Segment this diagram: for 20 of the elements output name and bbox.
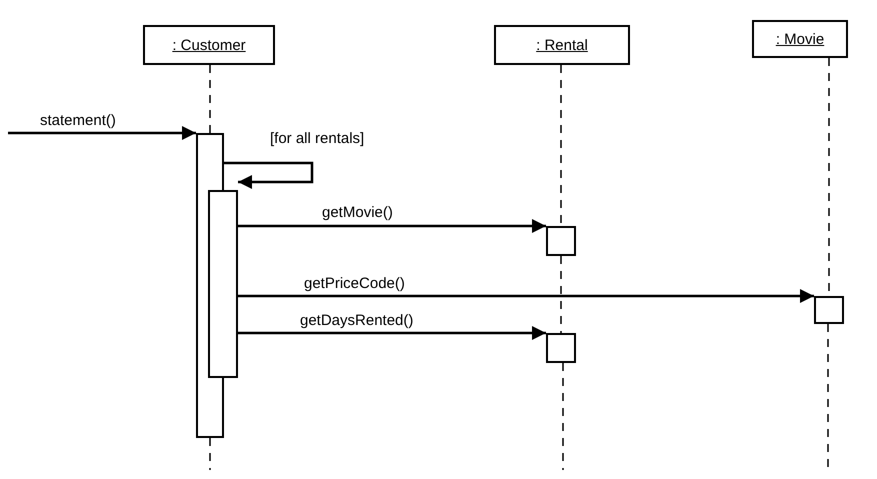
activation-bar: [546, 333, 576, 363]
message-arrow: [238, 326, 546, 340]
object-box: : Movie: [752, 20, 848, 58]
activation-bar: [208, 190, 238, 378]
message-arrow: [8, 126, 196, 140]
message-label: getDaysRented(): [300, 312, 414, 329]
message-arrow: [238, 289, 814, 303]
object-box: : Customer: [143, 25, 275, 65]
activation-bar: [546, 226, 576, 256]
message-label: getPriceCode(): [304, 275, 405, 292]
lifeline: [560, 65, 562, 226]
message-arrow: [224, 162, 314, 189]
message-label: [for all rentals]: [270, 130, 364, 147]
activation-bar: [814, 296, 844, 324]
message-arrow: [238, 219, 546, 233]
object-box: : Rental: [494, 25, 630, 65]
message-label: statement(): [40, 112, 116, 129]
lifeline: [560, 256, 562, 333]
lifeline: [209, 65, 211, 133]
message-label: getMovie(): [322, 204, 393, 221]
